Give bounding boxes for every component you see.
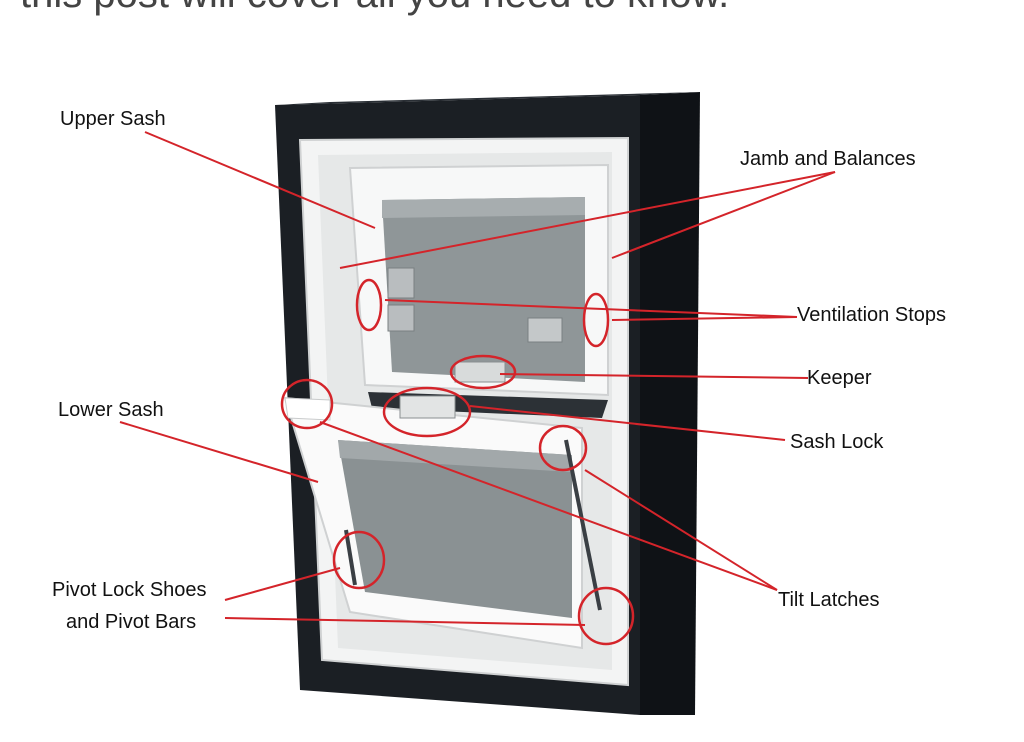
upper-sash [350,165,608,395]
label-keeper: Keeper [807,366,872,390]
label-upper-sash: Upper Sash [60,107,166,131]
label-pivot-bars: and Pivot Bars [66,610,196,634]
label-lower-sash: Lower Sash [58,398,164,422]
label-sash-lock: Sash Lock [790,430,883,454]
label-pivot-lock-shoes: Pivot Lock Shoes [52,578,207,602]
label-jamb-and-balances: Jamb and Balances [740,147,916,171]
label-ventilation-stops: Ventilation Stops [797,303,946,327]
label-tilt-latches: Tilt Latches [778,588,880,612]
